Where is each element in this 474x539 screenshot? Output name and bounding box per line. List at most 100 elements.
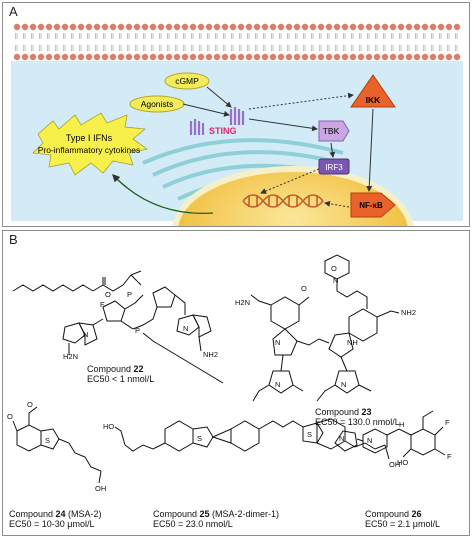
lipid-tail — [319, 45, 322, 51]
cgmp-label: cGMP — [175, 76, 199, 86]
lipid-tail — [295, 45, 298, 51]
lipid-head — [29, 23, 37, 31]
lipid-tail — [423, 45, 426, 51]
panel-a-sting-pathway: A — [2, 2, 470, 227]
svg-text:N: N — [83, 330, 88, 339]
lipid-tail — [247, 45, 250, 51]
lipid-tail — [39, 45, 42, 51]
svg-text:N: N — [333, 276, 338, 285]
lipid-tail — [423, 33, 426, 39]
lipid-tail — [311, 45, 314, 51]
compound-22-caption: Compound 22 EC50 < 1 nmol/L — [87, 364, 155, 384]
irf3-node — [318, 158, 350, 175]
lipid-head — [157, 53, 165, 61]
lipid-head — [37, 23, 45, 31]
lipid-head — [205, 53, 213, 61]
lipid-tail — [39, 33, 42, 39]
dna-icon — [242, 194, 324, 208]
lipid-tail — [399, 33, 402, 39]
lipid-head — [285, 53, 293, 61]
lipid-head — [333, 53, 341, 61]
svg-text:HO: HO — [103, 422, 114, 431]
lipid-tail — [263, 45, 266, 51]
lipid-tail — [103, 33, 106, 39]
lipid-head — [261, 23, 269, 31]
lipid-head — [149, 53, 157, 61]
lipid-head — [269, 53, 277, 61]
compound-24-caption: Compound 24 (MSA-2) EC50 = 10-30 μmol/L — [9, 509, 102, 529]
structure-compound-26 — [334, 410, 446, 458]
lipid-tail — [311, 33, 314, 39]
lipid-tail — [447, 33, 450, 39]
lipid-head — [389, 53, 397, 61]
lipid-tail — [167, 33, 170, 39]
lipid-head — [285, 23, 293, 31]
lipid-tail — [159, 45, 162, 51]
lipid-tail — [327, 33, 330, 39]
lipid-head — [349, 53, 357, 61]
lipid-head — [365, 53, 373, 61]
lipid-tail — [63, 45, 66, 51]
ifn-label-line2: Pro-inflammatory cytokines — [38, 145, 141, 155]
svg-text:F: F — [100, 300, 105, 309]
lipid-tail — [127, 45, 130, 51]
nfkb-node — [350, 192, 396, 218]
lipid-tail — [431, 45, 434, 51]
ifn-label-line1: Type Ⅰ IFNs — [66, 133, 113, 143]
lipid-head — [53, 23, 61, 31]
lipid-head — [317, 53, 325, 61]
lipid-head — [397, 53, 405, 61]
lipid-head — [125, 23, 133, 31]
lipid-head — [325, 53, 333, 61]
lipid-head — [109, 23, 117, 31]
lipid-tail — [23, 33, 26, 39]
lipid-head — [77, 53, 85, 61]
lipid-head — [245, 23, 253, 31]
lipid-tail — [239, 45, 242, 51]
lipid-tail — [455, 45, 458, 51]
structure-compound-25 — [114, 418, 390, 460]
agonists-label: Agonists — [141, 99, 174, 109]
lipid-tail — [255, 33, 258, 39]
lipid-head — [253, 53, 261, 61]
panel-b-compounds: B — [2, 230, 470, 536]
lipid-head — [317, 23, 325, 31]
lipid-tail — [135, 45, 138, 51]
lipid-head — [293, 53, 301, 61]
svg-text:H2N: H2N — [63, 352, 78, 361]
lipid-tail — [111, 45, 114, 51]
lipid-tail — [151, 33, 154, 39]
lipid-tail — [343, 33, 346, 39]
lipid-tail — [415, 33, 418, 39]
chemical-structures: O F P P H2N NH2 N N O N H2N NH2 O N NH N… — [7, 254, 452, 493]
lipid-head — [245, 53, 253, 61]
lipid-head — [101, 53, 109, 61]
svg-text:NH2: NH2 — [401, 308, 416, 317]
structure-compound-23 — [250, 254, 400, 402]
lipid-head — [413, 53, 421, 61]
lipid-head — [253, 23, 261, 31]
lipid-tail — [127, 33, 130, 39]
tbk-node — [318, 120, 350, 142]
lipid-tail — [303, 33, 306, 39]
lipid-tail — [231, 33, 234, 39]
lipid-head — [277, 23, 285, 31]
lipid-tail — [375, 45, 378, 51]
lipid-tail — [119, 45, 122, 51]
cell-membrane — [13, 23, 461, 61]
lipid-head — [229, 23, 237, 31]
lipid-tail — [271, 33, 274, 39]
lipid-head — [373, 53, 381, 61]
lipid-tail — [279, 33, 282, 39]
structure-compound-22 — [12, 270, 224, 384]
lipid-head — [117, 53, 125, 61]
lipid-tail — [367, 33, 370, 39]
lipid-tail — [151, 45, 154, 51]
lipid-head — [69, 53, 77, 61]
lipid-head — [237, 53, 245, 61]
panel-a-letter: A — [9, 4, 18, 19]
lipid-head — [101, 23, 109, 31]
lipid-head — [445, 23, 453, 31]
lipid-head — [197, 53, 205, 61]
lipid-head — [173, 53, 181, 61]
